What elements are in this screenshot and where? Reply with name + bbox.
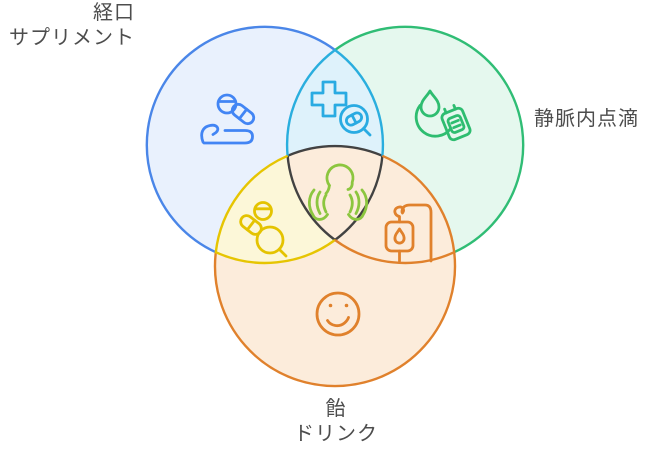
- oral-supplement-circle-outline: [145, 25, 336, 254]
- label-oral-supplement: 経口 サプリメント: [0, 0, 135, 50]
- iv-candy-overlap-outline: [334, 154, 456, 265]
- candy-drink-circle-outline: [213, 252, 457, 388]
- label-candy-drink: 飴 ドリンク: [236, 396, 436, 446]
- iv-drip-circle-outline: [334, 25, 525, 254]
- oral-candy-overlap-outline: [214, 154, 336, 265]
- sad-face-right-eye: [344, 303, 349, 308]
- oral-candy-overlap-fill: [215, 155, 335, 263]
- sad-face-icon: [315, 291, 361, 337]
- sad-face-left-eye: [328, 303, 333, 308]
- label-oral-line1: 経口: [93, 0, 135, 24]
- sad-face-mouth: [326, 316, 350, 328]
- label-iv-drip: 静脈内点滴: [534, 106, 639, 130]
- oral-iv-overlap-outline: [285, 48, 385, 156]
- person-in-caring-hands-icon: [307, 163, 369, 221]
- hand-offering-pills-icon: [200, 93, 256, 145]
- label-candy-line2: ドリンク: [294, 421, 378, 445]
- label-oral-line2: サプリメント: [9, 25, 135, 49]
- medical-cross-search-icon: [310, 80, 372, 137]
- iv-fluid-bag-droplet-icon: [414, 89, 472, 142]
- label-candy-line1: 飴: [325, 396, 347, 420]
- iv-drip-bag-tube-icon: [384, 203, 433, 263]
- pills-search-icon: [239, 201, 288, 258]
